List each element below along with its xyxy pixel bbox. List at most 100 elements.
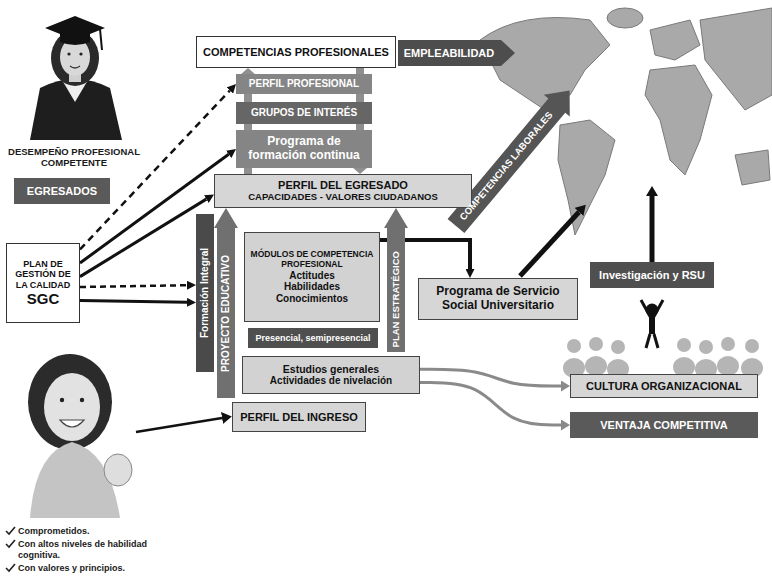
node-label: GRUPOS DE INTERÉS [251,107,357,119]
node-outline [398,40,515,66]
body [717,356,739,376]
cheering-person [641,300,663,348]
connector-arrow [80,301,187,303]
arrow-label: COMPETENCIAS LABORALES [457,109,555,222]
crowd-illustration [563,337,763,379]
node-label: EGRESADOS [27,185,97,198]
up-arrow-band: PLAN ESTRATÉGICO [384,208,408,352]
check-mark [6,527,15,534]
process-box: Programa de formación continua [236,130,372,168]
node-label: COMPETENCIAS PROFESIONALES [203,46,389,59]
smile [60,420,84,427]
checklist-item: Con altos niveles de habilidad cognitiva… [18,539,158,561]
fat-arrow [448,90,570,233]
eye [67,52,70,55]
thick-link [650,196,655,262]
process-box: VENTAJA COMPETITIVA [570,412,758,438]
node-label: Programa de formación continua [240,135,368,163]
graduate-illustration [30,16,122,140]
node-label: Formación Integral [199,248,211,338]
connector-arrow [80,285,187,287]
node-outline [214,208,238,398]
node-text: SGC [27,290,60,307]
vertical-band: Formación Integral [196,214,214,372]
process-box: Presencial, semipresencial [248,328,378,348]
process-box: Investigación y RSU [590,262,714,288]
leg [646,334,650,348]
connector-group [80,68,561,425]
module-box: MÓDULOS DE COMPETENCIA PROFESIONALActitu… [244,232,380,322]
node-label: PERFIL PROFESIONAL [249,78,359,90]
body [585,356,607,376]
node-label: Investigación y RSU [599,269,705,282]
connector-arrow [80,199,206,276]
head [699,340,713,354]
node-outline [384,208,408,352]
leg [654,334,658,348]
node-label: Estudios generales [283,363,379,375]
hair [28,354,112,450]
cap-board [45,16,105,40]
node-label: PLAN DE GESTIÓN DE LA CALIDAD [11,259,75,290]
process-box: EGRESADOS [14,178,110,204]
node-text: Habilidades [284,281,340,293]
head [567,339,581,353]
node-text: Actitudes [289,270,335,282]
connector-arrow [420,383,561,425]
head [745,339,759,353]
world-map [480,8,772,235]
continent [607,8,643,28]
profile-box: PERFIL DEL INGRESO [232,402,366,432]
continent [700,8,772,110]
face [44,373,100,441]
node-label: EMPLEABILIDAD [404,47,494,60]
process-box: Programa de Servicio Social Universitari… [418,278,578,320]
check-mark [6,564,15,571]
caption-text: DESEMPEÑO PROFESIONAL COMPETENTE [4,146,144,168]
node-text: Actividades de nivelación [270,375,392,387]
eye [79,52,82,55]
thick-link [520,212,579,276]
fist [104,454,132,486]
continent [558,120,615,235]
profile-box: PERFIL DEL EGRESADOCAPACIDADES - VALORES… [214,174,472,208]
continent [735,150,770,185]
process-box: CULTURA ORGANIZACIONAL [570,374,758,398]
head [677,338,691,352]
node-label: PROYECTO EDUCATIVO [220,255,232,372]
process-box: GRUPOS DE INTERÉS [236,102,372,124]
tassel [100,29,102,50]
gown [30,79,122,140]
mouth [70,66,80,68]
node-label: CULTURA ORGANIZACIONAL [586,380,742,393]
head [589,337,603,351]
node-label: MÓDULOS DE COMPETENCIA PROFESIONAL [249,250,375,270]
arrow-box: EMPLEABILIDAD [398,40,515,66]
checklist-item: Con valores y principios. [18,563,168,574]
student-illustration [28,354,132,518]
node-label: Presencial, semipresencial [255,333,370,343]
plan-box: PLAN DE GESTIÓN DE LA CALIDADSGC [6,243,80,323]
title-box: COMPETENCIAS PROFESIONALES [196,36,396,68]
node-label: Programa de Servicio Social Universitari… [423,285,573,313]
pointer-arrow [136,418,222,432]
check-mark [6,540,15,547]
eye [80,398,84,402]
node-label: VENTAJA COMPETITIVA [600,419,728,432]
continent [645,65,712,175]
head [611,340,625,354]
process-box: PERFIL PROFESIONAL [236,74,372,94]
head [721,337,735,351]
torso [649,316,655,334]
node-text: CAPACIDADES - VALORES CIUDADANOS [248,192,438,203]
node-text: Conocimientos [276,293,348,305]
continent [650,20,700,60]
node-label: PLAN ESTRATÉGICO [391,251,402,347]
node-label: PERFIL DEL INGRESO [240,411,358,424]
node-label: PERFIL DEL EGRESADO [278,179,408,192]
process-box: Estudios generalesActividades de nivelac… [242,356,420,394]
checklist-item: Comprometidos. [18,526,168,537]
